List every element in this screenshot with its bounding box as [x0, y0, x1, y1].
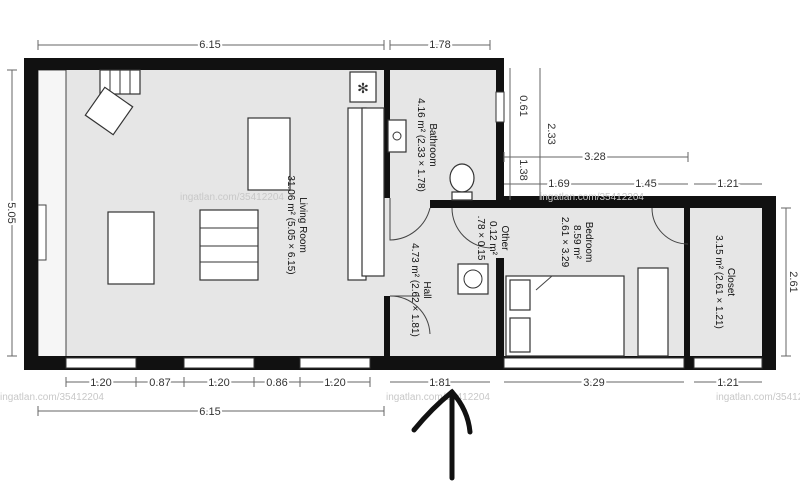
stove [349, 71, 377, 103]
bathroom-sink [387, 119, 407, 153]
bedroom-furniture [505, 267, 669, 357]
living-room-name: Living Room [297, 197, 308, 253]
bottom-windows [65, 91, 763, 369]
toilet [449, 163, 475, 193]
living-room-furniture: ✻ [84, 69, 385, 285]
bedroom-name: Bedroom [583, 222, 594, 263]
dim-138: 1.38 [517, 159, 529, 180]
doors [389, 198, 689, 335]
dim-bottom-hall: 1.81 [429, 377, 450, 389]
hall-name: Hall [421, 281, 432, 298]
hall-fixtures [457, 263, 489, 295]
dim-gap1: 0.87 [149, 377, 170, 389]
dim-win3: 1.20 [324, 377, 345, 389]
dim-bottom-bedroom: 3.29 [583, 377, 604, 389]
bathroom-name: Bathroom [427, 123, 438, 166]
bedroom-area: 8.59 m² [571, 225, 582, 260]
bedroom-size: 2.61 × 3.29 [559, 217, 570, 268]
dining-table [107, 211, 155, 285]
coffee-table [247, 117, 291, 191]
stove-burner-icon: ✻ [357, 80, 369, 96]
dim-bottom-closet: 1.21 [717, 377, 738, 389]
wardrobe [637, 267, 669, 357]
dim-145: 1.45 [635, 178, 656, 190]
armchair [84, 86, 134, 136]
dim-right-height: 2.61 [787, 271, 799, 292]
bathroom-floor [388, 68, 500, 206]
dim-top-living: 6.15 [199, 39, 220, 51]
dim-left-height: 5.05 [5, 202, 17, 223]
sofa [199, 209, 259, 281]
living-room-area: 31.06 m² (5.05 × 6.15) [285, 175, 296, 274]
dim-bottom-total: 6.15 [199, 406, 220, 418]
watermark: ingatlan.com/35412204 [0, 392, 104, 403]
dim-bath-height: 2.33 [545, 123, 557, 144]
dim-win2: 1.20 [208, 377, 229, 389]
bathroom-fixtures [387, 119, 475, 201]
bathroom-area: 4.16 m² (2.33 × 1.78) [415, 98, 426, 192]
watermark: ingatlan.com/35412204 [180, 192, 284, 203]
other-name: Other [499, 225, 510, 251]
dim-169: 1.69 [548, 178, 569, 190]
dim-win1: 1.20 [90, 377, 111, 389]
dim-top-bedroom-closet: 3.28 [584, 151, 605, 163]
dim-gap2: 0.86 [266, 377, 287, 389]
hand-drawn-arrow [411, 388, 473, 481]
other-size: .78 × 0.15 [475, 216, 486, 261]
dim-121-top: 1.21 [717, 178, 738, 190]
closet-floor [688, 206, 772, 360]
dimension-lines [7, 40, 791, 416]
closet-name: Closet [725, 268, 736, 297]
closet-area: 3.15 m² (2.61 × 1.21) [713, 235, 724, 329]
dim-top-bath: 1.78 [429, 39, 450, 51]
watermark: ingatlan.com/35412204 [716, 392, 800, 403]
dim-bath-right-small: 0.61 [517, 95, 529, 116]
watermark: ingatlan.com/35412204 [386, 392, 490, 403]
hall-area: 4.73 m² (2.62 × 1.81) [409, 243, 420, 337]
watermark: ingatlan.com/35412204 [540, 192, 644, 203]
other-area: 0.12 m² [487, 221, 498, 256]
sink-counter [361, 107, 385, 277]
balcony-door-frame [37, 204, 47, 261]
washing-machine [457, 263, 489, 295]
